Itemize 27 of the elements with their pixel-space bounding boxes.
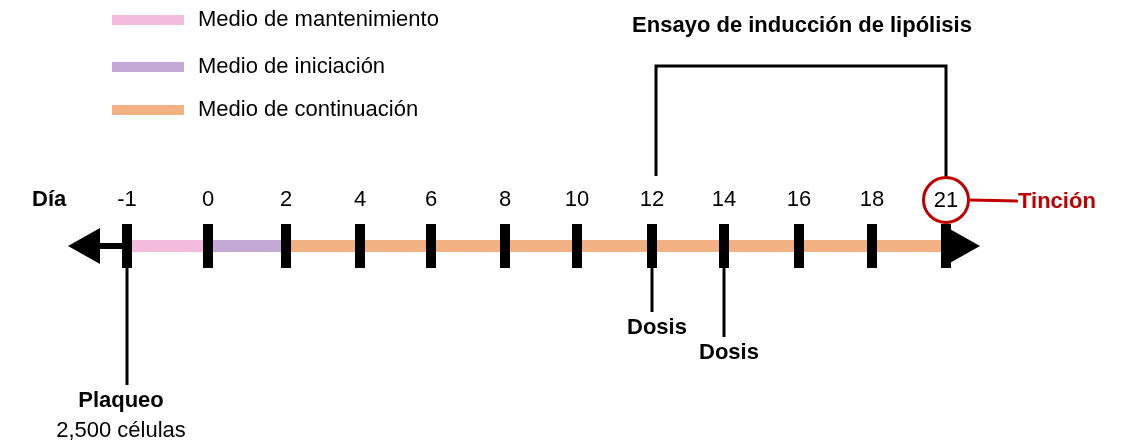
- day-number: 2: [279, 186, 293, 212]
- day-number: 18: [859, 186, 885, 212]
- day-number: 21: [933, 186, 959, 214]
- day-number: 12: [639, 186, 665, 212]
- day-number: 8: [498, 186, 512, 212]
- day-number: 14: [711, 186, 737, 212]
- leader-line: [722, 268, 726, 337]
- day-number: 4: [353, 186, 367, 212]
- day-number: 0: [201, 186, 215, 212]
- event-label: Tinción: [1018, 187, 1096, 215]
- event-label: Dosis: [627, 313, 687, 341]
- day-number: 6: [424, 186, 438, 212]
- day-number: 10: [564, 186, 590, 212]
- bracket-label: Ensayo de inducción de lipólisis: [632, 12, 972, 38]
- event-label: Plaqueo: [77, 386, 165, 414]
- leader-line: [125, 268, 129, 385]
- circle-marker: [922, 176, 970, 224]
- connector-line: [969, 198, 1019, 203]
- event-label: Dosis: [699, 338, 759, 366]
- legend-text: Medio de mantenimiento: [198, 6, 439, 32]
- axis-label: Día: [32, 186, 67, 212]
- leader-line: [650, 268, 654, 312]
- legend-text: Medio de continuación: [198, 96, 419, 122]
- event-note: 2,500 células: [56, 416, 186, 444]
- day-number: -1: [117, 186, 137, 212]
- day-number: 16: [786, 186, 812, 212]
- legend-text: Medio de iniciación: [198, 53, 386, 79]
